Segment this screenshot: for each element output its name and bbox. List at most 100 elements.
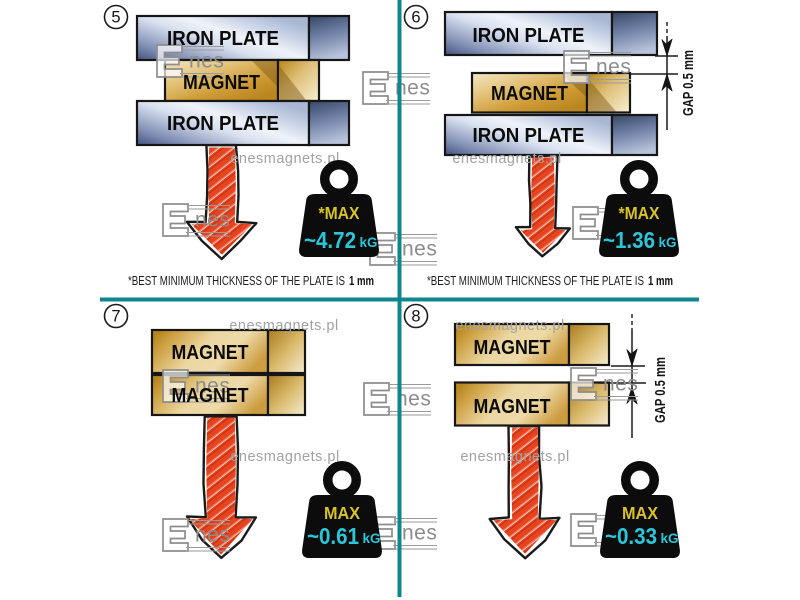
q6-number-badge: 6 [403, 4, 429, 30]
enes-logo-text: nes [189, 50, 224, 73]
site-watermark: enesmagnets.pl [229, 318, 338, 334]
enes-logo-text: nes [195, 375, 230, 398]
q7-magnet-top-end-cap [266, 328, 307, 375]
q5-weight: *MAX ~4.72 kG [299, 165, 379, 257]
q7-max-label: MAX [324, 503, 360, 523]
enes-logo-text: nes [402, 238, 437, 261]
q5-magnet-end-cap [276, 58, 321, 103]
q8-max-label: MAX [622, 503, 658, 523]
q5-iron-plate-top-end-cap [307, 14, 351, 62]
site-watermark: enesmagnets.pl [460, 449, 569, 465]
enes-logo-watermark: nes [162, 518, 231, 552]
q5-number-circle [103, 4, 129, 30]
q5-pull-arrow-fill [191, 147, 253, 255]
site-watermark: enesmagnets.pl [230, 151, 339, 167]
q5-magnet-face-shadow [252, 61, 277, 86]
site-watermark: enesmagnets.pl [455, 318, 564, 334]
bar-labels-layer: IRON PLATE MAGNET IRON PLATE IRON PLATE … [167, 25, 585, 418]
quadrant-8: GAP 0.5 mm [453, 314, 669, 560]
enes-logo-text: nes [396, 388, 431, 411]
enes-logo-text: nes [596, 56, 631, 79]
q5-iron-plate-top-label: IRON PLATE [167, 28, 279, 50]
site-watermark: enesmagnets.pl [230, 449, 339, 465]
q5-iron-plate-bottom-label: IRON PLATE [167, 113, 279, 135]
q6-weight: *MAX ~1.36 kG [599, 165, 679, 257]
enes-logo-watermark: nes [363, 382, 432, 416]
q6-iron-plate-top-bar [443, 10, 614, 57]
q7-number-circle [103, 303, 129, 329]
q7-magnet-top-label: MAGNET [172, 342, 249, 364]
enes-logo-text: nes [395, 77, 430, 100]
q8-number-badge: 8 [403, 303, 429, 329]
q6-dim-arrow-up-icon [661, 73, 673, 92]
q6-caption: *BEST MINIMUM THICKNESS OF THE PLATE IS … [427, 273, 673, 288]
q8-magnet-top-label: MAGNET [474, 337, 551, 359]
q5-magnet-label: MAGNET [183, 72, 260, 94]
enes-logo-watermark: nes [162, 369, 231, 403]
q8-magnet-top-end-cap [567, 322, 611, 367]
q7-force-value: ~0.61 [307, 523, 359, 549]
q5-caption: *BEST MINIMUM THICKNESS OF THE PLATE IS … [128, 273, 374, 288]
q8-gap-label: GAP 0.5 mm [652, 357, 669, 423]
enes-logo-text: nes [402, 522, 437, 545]
q6-pull-arrow-fill [520, 157, 566, 253]
q7-number: 7 [111, 308, 120, 326]
q5-caption-bold: 1 mm [349, 273, 374, 288]
q6-number-circle [403, 4, 429, 30]
enes-logo-text: nes [603, 373, 638, 396]
q6-iron-plate-bottom-label: IRON PLATE [473, 125, 585, 147]
enes-logo-watermark: nes [369, 516, 438, 550]
q5-force-value: ~4.72 [304, 227, 356, 253]
q6-force-value: ~1.36 [603, 227, 655, 253]
site-watermark: enesmagnets.pl [452, 151, 561, 167]
q6-caption-text: *BEST MINIMUM THICKNESS OF THE PLATE IS [427, 273, 644, 288]
q5-magnet-cap-shadow [279, 66, 306, 100]
q5-caption-text: *BEST MINIMUM THICKNESS OF THE PLATE IS [128, 273, 345, 288]
q6-iron-plate-top-label: IRON PLATE [473, 25, 585, 47]
q8-weight: MAX ~0.33 kG [600, 466, 680, 558]
q5-iron-plate-bottom-end-cap [307, 99, 351, 147]
quadrant-6: GAP 0.5 mm [443, 10, 697, 258]
q6-gap-label: GAP 0.5 mm [680, 50, 697, 116]
q8-magnet-top-bar [453, 322, 571, 367]
enes-logo-text: nes [195, 209, 230, 232]
enes-logo-text: nes [195, 524, 230, 547]
q6-number: 6 [411, 9, 420, 27]
q5-max-label: *MAX [319, 203, 360, 223]
q8-force-unit: kG [661, 531, 679, 546]
q7-force-unit: kG [363, 531, 381, 546]
q6-magnet-cap-shadow [588, 79, 616, 112]
q6-iron-plate-top-end-cap [610, 10, 659, 57]
q6-gap-dimension: GAP 0.5 mm [631, 22, 697, 130]
q6-iron-plate-bottom-end-cap [610, 113, 659, 157]
q7-number-badge: 7 [103, 303, 129, 329]
enes-logo-watermark: nes [369, 232, 438, 266]
q6-caption-bold: 1 mm [648, 273, 673, 288]
q8-number-circle [403, 303, 429, 329]
q5-number-badge: 5 [103, 4, 129, 30]
quadrant-5 [135, 14, 351, 261]
enes-logo-watermark: nes [570, 367, 639, 401]
q6-force-unit: kG [659, 235, 677, 250]
horizontal-divider-line [100, 297, 699, 302]
q8-magnet-bottom-label: MAGNET [474, 396, 551, 418]
enes-logo-watermark: nes [563, 50, 632, 84]
q6-iron-plate-bottom-bar [443, 113, 614, 157]
q6-max-label: *MAX [619, 203, 660, 223]
enes-logo-watermark: nes [156, 44, 225, 78]
q8-force-value: ~0.33 [605, 523, 657, 549]
q8-magnet-bottom-bar [453, 381, 571, 427]
q7-magnet-bottom-label: MAGNET [172, 385, 249, 407]
q7-magnet-bottom-end-cap [266, 373, 307, 417]
q6-magnet-label: MAGNET [491, 83, 568, 105]
q8-pull-arrow-fill [493, 427, 557, 554]
q8-number: 8 [411, 308, 420, 326]
q7-weight: MAX ~0.61 kG [302, 466, 382, 558]
enes-logo-watermark: nes [362, 71, 431, 105]
q5-force-unit: kG [360, 235, 378, 250]
q6-dim-arrow-down-icon [661, 38, 673, 57]
enes-logo-watermark: nes [162, 203, 231, 237]
q5-number: 5 [111, 9, 120, 27]
